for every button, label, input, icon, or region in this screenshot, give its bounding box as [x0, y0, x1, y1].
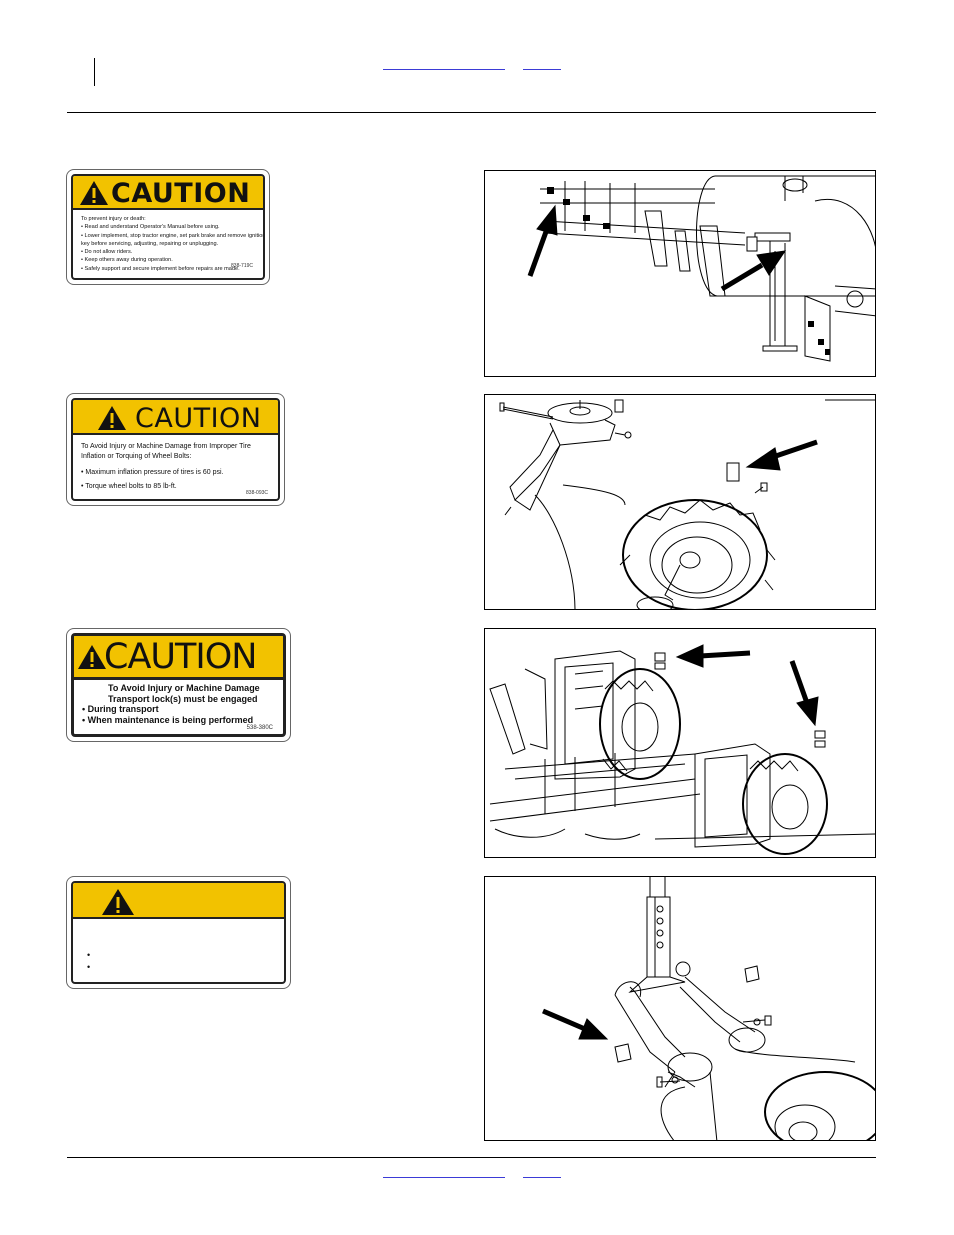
- figure-hitch-arm-decal-location: [484, 876, 876, 1141]
- header-link-right[interactable]: [523, 69, 561, 70]
- tank-frame-illustration: [527, 175, 875, 362]
- figure-transport-lock-decal-location: [484, 628, 876, 858]
- decal-3-line-3: • During transport: [82, 704, 159, 714]
- figure-tank-decal-location: [484, 170, 876, 377]
- decal-3-part-number: 538-380C: [246, 725, 273, 731]
- header-margin-bar: [94, 58, 95, 86]
- decal-3-line-4: • When maintenance is being performed: [82, 714, 254, 725]
- decal-1-line-2: • Read and understand Operator's Manual …: [81, 224, 220, 231]
- decal-4-bullet-1: •: [87, 950, 91, 960]
- decal-1-line-5: • Do not allow riders.: [81, 249, 133, 256]
- decal-1-line-6: • Keep others away during operation.: [81, 257, 173, 264]
- footer-rule: [67, 1157, 876, 1158]
- decal-1-heading: CAUTION: [111, 178, 251, 209]
- warning-decal-4: • •: [66, 876, 291, 989]
- decal-3-line-1: To Avoid Injury or Machine Damage: [108, 683, 260, 693]
- decal-1-line-1: To prevent injury or death:: [81, 216, 146, 222]
- footer-link-right[interactable]: [523, 1177, 561, 1178]
- header-link-left[interactable]: [383, 69, 505, 70]
- decal-3-heading: CAUTION: [104, 637, 257, 677]
- decal-2-line-4: • Torque wheel bolts to 85 lb-ft.: [81, 483, 177, 490]
- wheel-arm-illustration: [499, 399, 875, 609]
- caution-decal-2: CAUTION To Avoid Injury or Machine Damag…: [66, 393, 285, 506]
- warning-triangle-icon: [102, 889, 134, 915]
- warning-triangle-icon: [98, 406, 126, 430]
- decal-1-line-3: • Lower implement, stop tractor engine, …: [81, 232, 265, 239]
- footer-link-left[interactable]: [383, 1177, 505, 1178]
- warning-triangle-icon: [80, 181, 108, 205]
- decal-2-part-number: 838-093C: [246, 490, 268, 496]
- hitch-arm-illustration: [542, 877, 875, 1140]
- decal-4-bullet-2: •: [87, 962, 91, 972]
- decal-2-line-3: • Maximum inflation pressure of tires is…: [81, 469, 224, 476]
- figure-wheel-decal-location: [484, 394, 876, 610]
- warning-triangle-icon: [78, 645, 106, 669]
- caution-decal-1: CAUTION To prevent injury or death: • Re…: [66, 169, 270, 285]
- decal-1-line-7: • Safely support and secure implement be…: [81, 265, 240, 272]
- decal-1-line-4: key before servicing, adjusting, repairi…: [81, 240, 219, 247]
- decal-2-line-2: Inflation or Torquing of Wheel Bolts:: [81, 453, 192, 460]
- caution-decal-3: CAUTION To Avoid Injury or Machine Damag…: [66, 628, 291, 742]
- decal-3-line-2: Transport lock(s) must be engaged: [108, 693, 258, 704]
- header-rule: [67, 112, 876, 113]
- transport-lock-illustration: [489, 644, 875, 855]
- decal-2-line-1: To Avoid Injury or Machine Damage from I…: [81, 443, 251, 450]
- decal-2-heading: CAUTION: [135, 403, 262, 434]
- decal-1-part-number: 838-719C: [231, 263, 253, 269]
